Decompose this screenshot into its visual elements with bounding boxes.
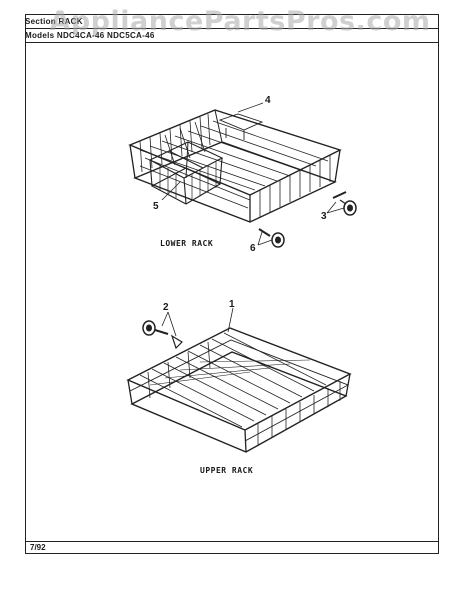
header-divider [25, 42, 439, 43]
rack-wheel-part-6 [258, 228, 285, 248]
lower-rack-label: LOWER RACK [160, 239, 214, 248]
section-header: Section RACK [25, 17, 83, 26]
callout-4: 4 [265, 95, 271, 106]
callout-leaders [161, 102, 345, 337]
revision-date: 7/92 [30, 543, 46, 552]
drawing-frame [25, 14, 439, 554]
rack-adjuster-part-2 [142, 320, 183, 350]
callout-6: 6 [250, 243, 256, 254]
header-divider [25, 28, 439, 29]
footer-divider [25, 541, 439, 542]
callout-2: 2 [163, 302, 169, 313]
watermark: AppliancePartsPros.com [49, 6, 431, 37]
callout-5: 5 [153, 201, 159, 212]
silverware-basket [148, 141, 224, 205]
callout-3: 3 [321, 211, 327, 222]
rack-wheel-part-3 [332, 191, 357, 216]
callout-1: 1 [229, 299, 235, 310]
lower-rack [128, 109, 342, 223]
upper-rack [126, 327, 352, 453]
upper-rack-label: UPPER RACK [200, 466, 254, 475]
models-header: Models NDC4CA-46 NDC5CA-46 [25, 31, 155, 40]
